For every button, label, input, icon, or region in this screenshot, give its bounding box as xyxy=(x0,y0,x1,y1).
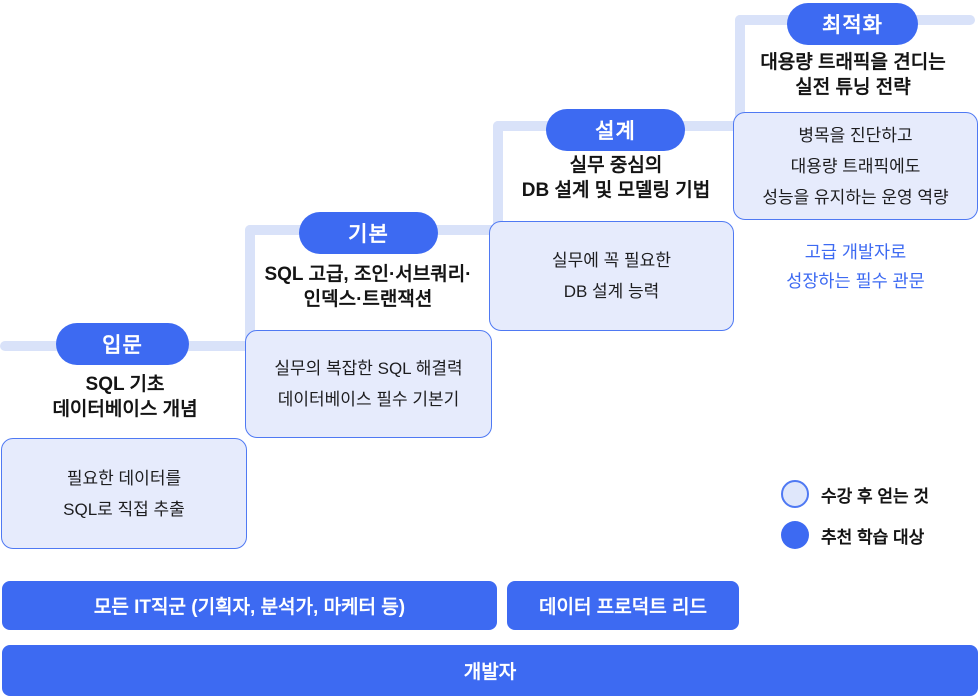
legend-audience-label: 추천 학습 대상 xyxy=(821,527,925,547)
outcome-optimization-line1: 병목을 진단하고 xyxy=(798,125,913,145)
outcome-box-intro: 필요한 데이터를 SQL로 직접 추출 xyxy=(1,438,247,549)
title-intro: SQL 기초 데이터베이스 개념 xyxy=(0,372,250,422)
pill-basic: 기본 xyxy=(299,212,438,254)
title-optimization: 대용량 트래픽을 견디는 실전 튜닝 전략 xyxy=(728,50,978,100)
outcome-box-design: 실무에 꼭 필요한 DB 설계 능력 xyxy=(489,221,734,331)
pill-intro: 입문 xyxy=(56,323,189,365)
audience-bar-developer: 개발자 xyxy=(2,645,978,696)
pill-optimization-label: 최적화 xyxy=(822,14,883,37)
title-design: 실무 중심의 DB 설계 및 모델링 기법 xyxy=(491,153,741,203)
callout-line2: 성장하는 필수 관문 xyxy=(786,271,925,291)
title-design-line1: 실무 중심의 xyxy=(569,155,663,176)
legend-outcome-label: 수강 후 얻는 것 xyxy=(821,486,930,506)
outcome-box-basic: 실무의 복잡한 SQL 해결력 데이터베이스 필수 기본기 xyxy=(245,330,492,438)
legend: 수강 후 얻는 것 추천 학습 대상 xyxy=(781,479,929,550)
pill-optimization: 최적화 xyxy=(787,3,918,45)
outcome-basic-line1: 실무의 복잡한 SQL 해결력 xyxy=(274,359,463,378)
outcome-intro-line1: 필요한 데이터를 xyxy=(66,468,182,488)
outcome-optimization-line3: 성능을 유지하는 운영 역량 xyxy=(762,187,949,207)
audience-bar-data-product-lead: 데이터 프로덕트 리드 xyxy=(507,581,739,630)
stair-track-step3-v xyxy=(735,15,745,126)
outcome-design-line2: DB 설계 능력 xyxy=(563,282,660,301)
pill-design: 설계 xyxy=(546,109,685,151)
title-basic-line1: SQL 고급, 조인·서브쿼리· xyxy=(264,264,472,285)
legend-audience-row: 추천 학습 대상 xyxy=(781,520,929,550)
legend-outcome-row: 수강 후 얻는 것 xyxy=(781,479,929,509)
stair-track-step2-v xyxy=(493,121,503,230)
stair-track-step1-v xyxy=(245,225,255,346)
audience-circle-icon xyxy=(781,521,809,549)
title-basic: SQL 고급, 조인·서브쿼리· 인덱스·트랜잭션 xyxy=(243,262,493,312)
outcome-circle-icon xyxy=(781,480,809,508)
title-intro-line1: SQL 기초 xyxy=(85,374,165,395)
callout-line1: 고급 개발자로 xyxy=(804,242,907,262)
title-basic-line2: 인덱스·트랜잭션 xyxy=(303,289,433,310)
outcome-optimization-line2: 대용량 트래픽에도 xyxy=(790,156,921,176)
pill-design-label: 설계 xyxy=(595,120,636,143)
audience-bar-all-it: 모든 IT직군 (기획자, 분석가, 마케터 등) xyxy=(2,581,497,630)
callout-advanced-developer: 고급 개발자로 성장하는 필수 관문 xyxy=(733,238,978,296)
title-design-line2: DB 설계 및 모델링 기법 xyxy=(521,180,711,201)
title-optimization-line1: 대용량 트래픽을 견디는 xyxy=(760,52,946,73)
title-intro-line2: 데이터베이스 개념 xyxy=(52,399,198,420)
outcome-design-line1: 실무에 꼭 필요한 xyxy=(552,251,671,270)
outcome-intro-line2: SQL로 직접 추출 xyxy=(63,499,185,519)
audience-bar-all-it-label: 모든 IT직군 (기획자, 분석가, 마케터 등) xyxy=(93,597,406,618)
pill-intro-label: 입문 xyxy=(102,334,143,357)
pill-basic-label: 기본 xyxy=(348,223,389,246)
audience-bar-data-product-lead-label: 데이터 프로덕트 리드 xyxy=(539,597,707,618)
title-optimization-line2: 실전 튜닝 전략 xyxy=(795,77,911,98)
audience-bar-developer-label: 개발자 xyxy=(463,662,517,683)
outcome-box-optimization: 병목을 진단하고 대용량 트래픽에도 성능을 유지하는 운영 역량 xyxy=(733,112,978,220)
outcome-basic-line2: 데이터베이스 필수 기본기 xyxy=(277,390,460,409)
